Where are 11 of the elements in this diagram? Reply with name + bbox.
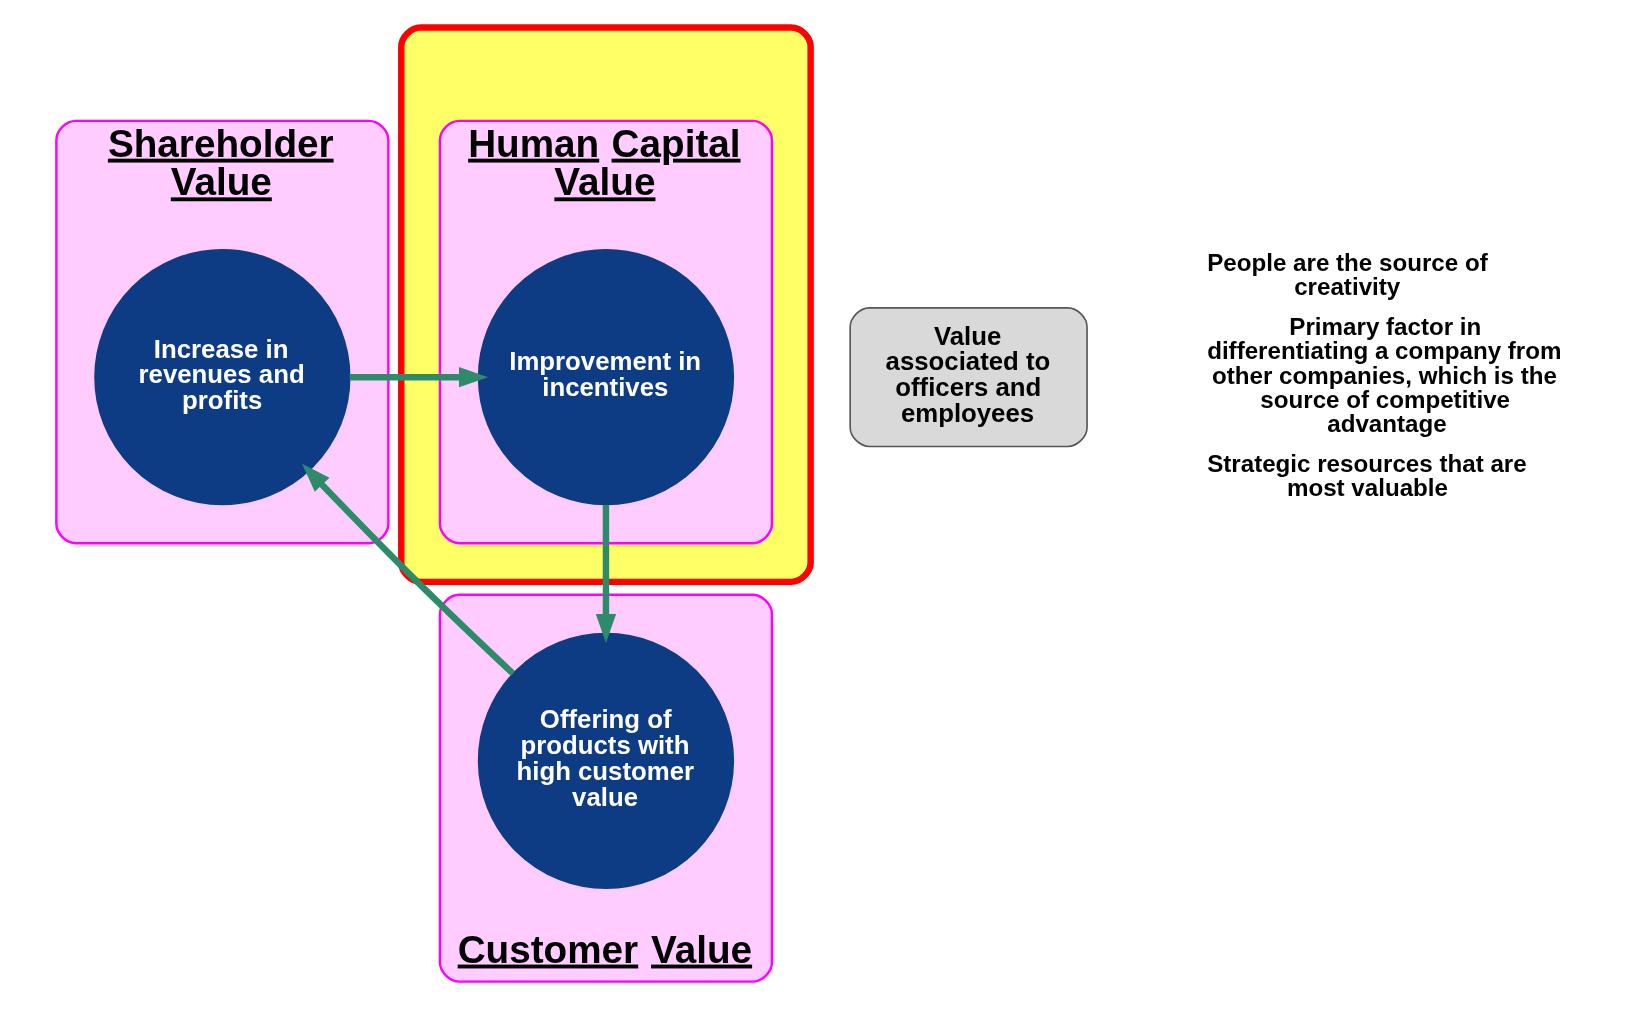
arrow [349,367,488,388]
node-circle: Increase in revenues and profits [93,249,350,506]
arrow [595,504,616,644]
node-circle: Improvement in incentives [477,249,734,506]
node-box: Value associated to officers and employees [848,307,1088,448]
node-circle: Offering of products with high customer value [477,632,734,889]
label: Strategic resources that are most valuable [1206,450,1527,502]
arrow [301,463,515,676]
label: Primary factor in differentiating a company from other companies, which is the source of competitive advantage [1206,313,1561,437]
cluster [397,24,814,586]
label: People are the source of creativity [1206,248,1488,300]
